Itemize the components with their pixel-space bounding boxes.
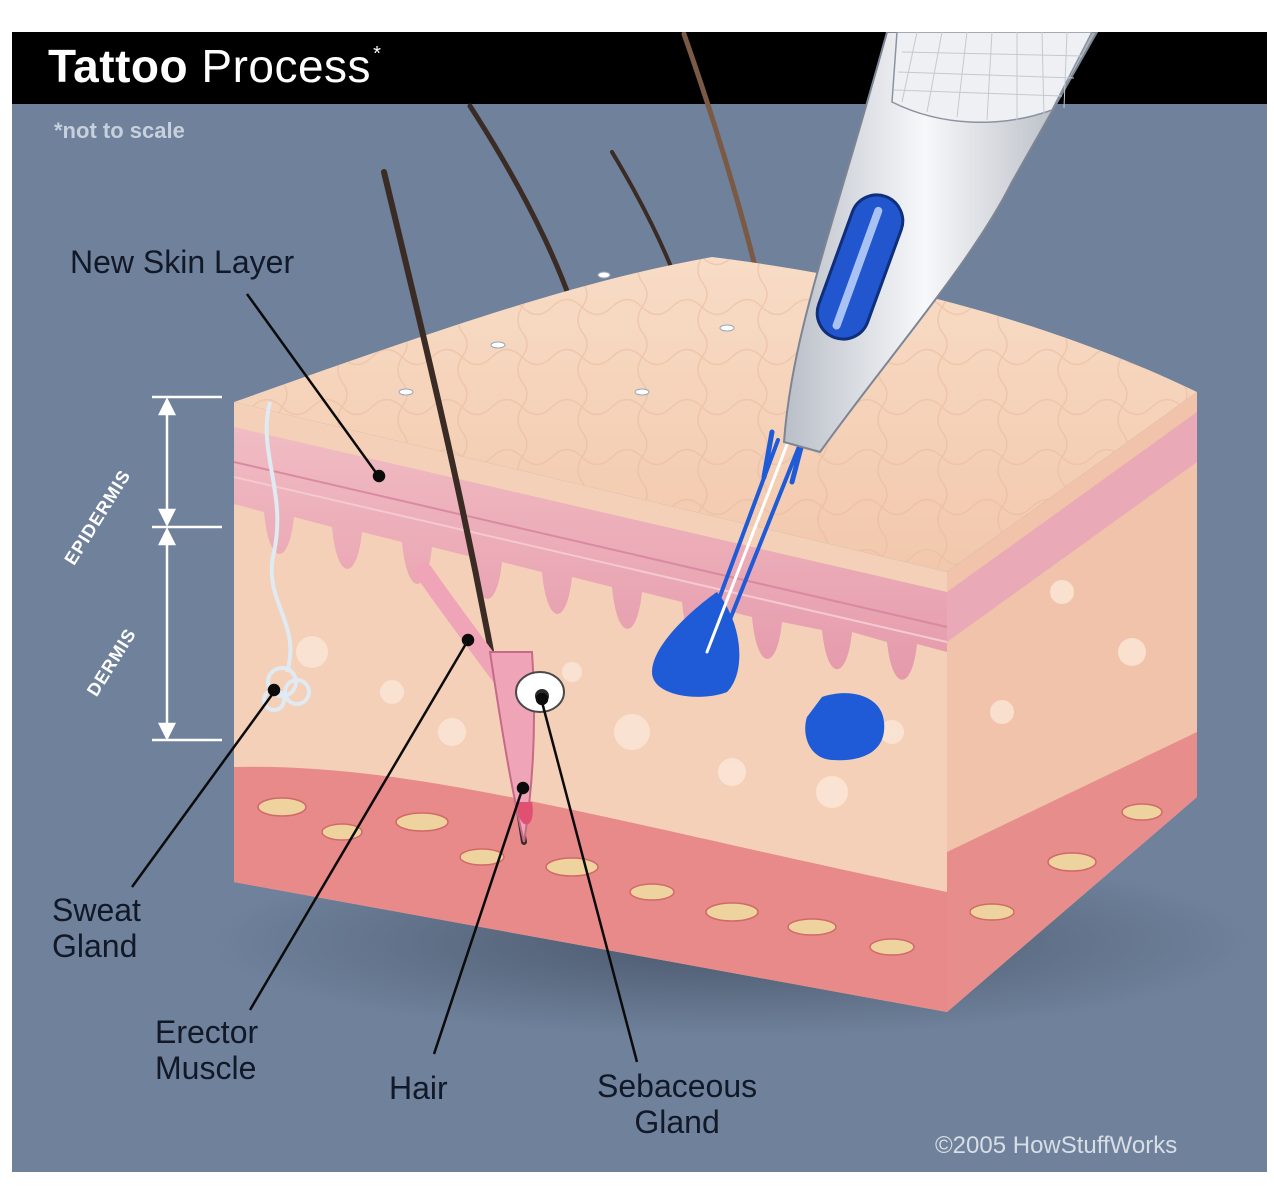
sweat-gland xyxy=(262,401,311,712)
leader-lines xyxy=(130,293,639,1063)
skin-diagram xyxy=(130,32,1252,1063)
epidermis-line-2 xyxy=(233,476,948,643)
tattoo-needle-machine xyxy=(782,32,1099,454)
hair-label: Hair xyxy=(389,1070,448,1106)
sweat-gland-label: Sweat Gland xyxy=(52,892,141,964)
pores xyxy=(398,271,735,396)
epidermis-line xyxy=(233,461,948,628)
sweat-gland-label-line1: Sweat xyxy=(52,892,141,928)
copyright-credit: ©2005 HowStuffWorks xyxy=(935,1132,1178,1159)
dermis-texture xyxy=(296,580,1146,808)
ink-deposit-1 xyxy=(652,592,740,697)
epidermis-front xyxy=(234,427,947,680)
ink-deposit-2 xyxy=(805,693,885,761)
diagram-panel: Tattoo Process* *not to scale xyxy=(12,32,1267,1172)
needle-tips xyxy=(698,429,807,654)
subtitle: *not to scale xyxy=(54,118,185,143)
erector-muscle-label-line2: Muscle xyxy=(155,1050,257,1086)
sweat-gland-label-line2: Gland xyxy=(52,928,138,964)
fat-side xyxy=(947,732,1197,1012)
skin-cell-pattern xyxy=(234,257,1197,572)
page-title: Tattoo Process* xyxy=(48,39,381,93)
title-regular: Process xyxy=(201,40,372,92)
title-bold: Tattoo xyxy=(48,40,189,92)
erector-muscle-label-line1: Erector xyxy=(155,1014,259,1050)
fat-cells xyxy=(257,797,1163,956)
erector-muscle-label: Erector Muscle xyxy=(155,1014,258,1086)
sebaceous-gland-label: Sebaceous Gland xyxy=(597,1068,757,1140)
sebaceous-gland-label-line2: Gland xyxy=(634,1104,720,1140)
new-skin-layer-label: New Skin Layer xyxy=(70,244,295,280)
hair-follicle xyxy=(381,169,565,845)
sebaceous-gland-label-line1: Sebaceous xyxy=(597,1068,758,1104)
layer-brackets xyxy=(152,395,222,742)
title-mark: * xyxy=(373,43,382,65)
epidermis-side xyxy=(947,412,1197,642)
